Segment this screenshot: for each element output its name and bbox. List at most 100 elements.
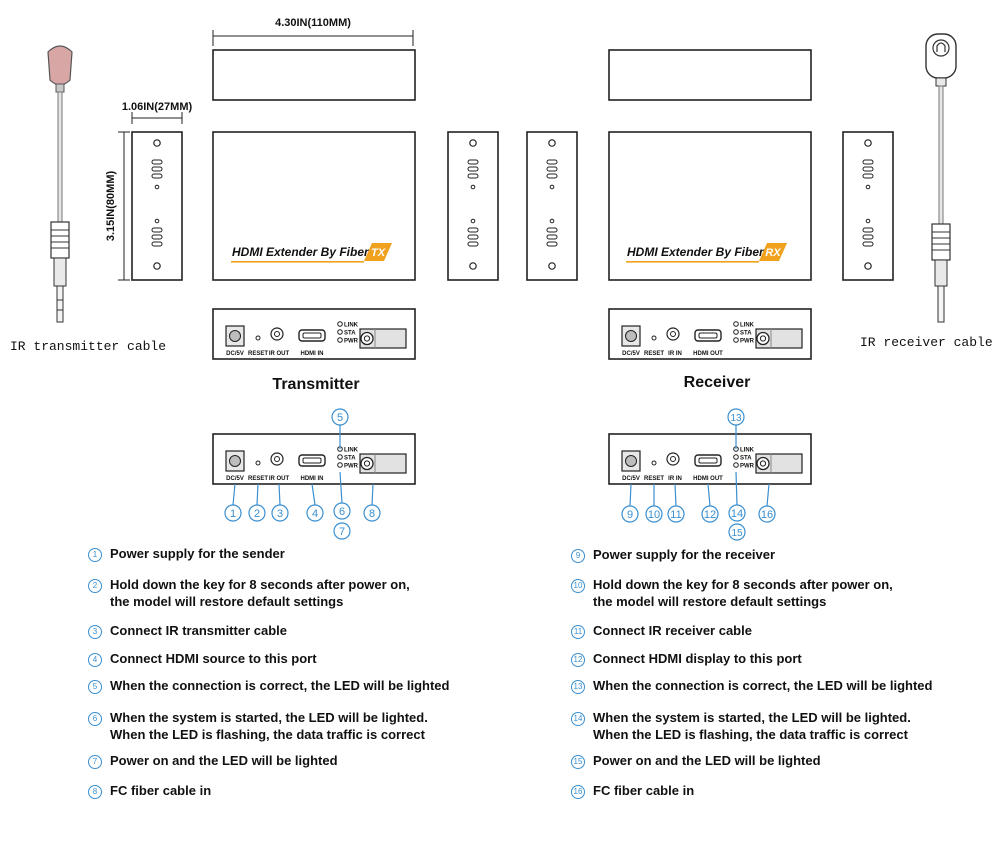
hdmi-port-inner <box>698 332 718 339</box>
callout-leader <box>311 483 316 506</box>
vent-slot <box>546 159 558 165</box>
callout-number-11: 11 <box>670 509 681 521</box>
port-label: DC/5V <box>226 351 244 357</box>
reset-button-icon <box>651 335 657 341</box>
led-pwr-icon <box>337 462 343 468</box>
dc-jack-hole <box>625 455 637 467</box>
callout-number-10: 10 <box>648 509 660 521</box>
rx-top-view <box>608 49 812 101</box>
callout-number-7: 7 <box>339 526 345 538</box>
port-label: IR IN <box>668 476 682 482</box>
callout-number-12: 12 <box>704 509 716 521</box>
hole <box>549 218 555 224</box>
port-label: IR OUT <box>269 476 290 482</box>
callout-number-9: 9 <box>627 509 633 521</box>
callout-circle <box>331 408 349 426</box>
transmitter-caption: Transmitter <box>272 376 359 393</box>
callout-leader <box>339 471 343 504</box>
rx-badge-label: RX <box>765 247 781 259</box>
callout-circle <box>728 523 746 541</box>
tx-badge <box>364 243 392 261</box>
callout-leader <box>735 471 738 506</box>
callout-number-13: 13 <box>730 413 742 424</box>
port-label: HDMI IN <box>301 476 324 482</box>
callout-number-15: 15 <box>731 528 743 539</box>
hole <box>865 218 871 224</box>
led-pwr-label: PWR <box>344 464 359 470</box>
callout-circle <box>306 504 324 522</box>
port-label: RESET <box>248 476 268 482</box>
rx-front-view: HDMI Extender By Fiber RX <box>608 131 812 281</box>
vent-slot <box>467 173 479 179</box>
callout-leader <box>629 483 632 507</box>
callout-circle <box>224 504 242 522</box>
callout-circle <box>271 504 289 522</box>
vent-slot <box>151 166 163 172</box>
ir-jack-inner <box>670 456 676 462</box>
dc-jack-hole <box>229 455 241 467</box>
led-pwr-label: PWR <box>740 464 755 470</box>
screw-icon <box>469 262 477 270</box>
port-label: RESET <box>644 351 664 357</box>
callout-leader <box>707 483 711 507</box>
callout-number-14: 14 <box>731 508 743 520</box>
port-label: HDMI OUT <box>693 476 723 482</box>
callout-number-5: 5 <box>337 412 343 424</box>
height-label: 3.15IN(80MM) <box>105 171 117 242</box>
callout-number-3: 3 <box>277 508 283 520</box>
screw-icon <box>153 139 161 147</box>
vent-slot <box>862 166 874 172</box>
fc-connector-core <box>363 335 371 342</box>
vent-slot <box>862 227 874 233</box>
vent-slot <box>546 234 558 240</box>
hole <box>549 184 555 190</box>
hole <box>470 218 476 224</box>
fc-connector-core <box>363 460 371 467</box>
reset-button-icon <box>255 460 261 466</box>
port-label: IR IN <box>668 351 682 357</box>
callout-number-6: 6 <box>339 506 345 518</box>
vent-slot <box>546 173 558 179</box>
callout-number-8: 8 <box>369 508 375 520</box>
vent-slot <box>467 159 479 165</box>
callout-number-2: 2 <box>254 508 260 520</box>
vent-slot <box>151 173 163 179</box>
tx-front-view: HDMI Extender By Fiber TX <box>212 131 416 281</box>
fc-connector-core <box>759 460 767 467</box>
callout-leader <box>371 483 374 506</box>
port-label: IR OUT <box>269 351 290 357</box>
ir-jack-inner <box>274 331 280 337</box>
ir-jack-inner <box>670 331 676 337</box>
vent-slot <box>467 166 479 172</box>
screw-icon <box>153 262 161 270</box>
callout-circle <box>333 522 351 540</box>
callout-circle <box>621 505 639 523</box>
tx-badge-label: TX <box>371 247 386 259</box>
led-link-label: LINK <box>740 323 755 329</box>
reset-button-icon <box>255 335 261 341</box>
rx-badge <box>759 243 787 261</box>
tx-front-label: HDMI Extender By Fiber <box>232 245 370 259</box>
led-link-label: LINK <box>344 448 359 454</box>
callout-leader <box>232 483 236 506</box>
hole <box>154 218 160 224</box>
screw-icon <box>548 139 556 147</box>
callout-circle <box>667 505 685 523</box>
ir-transmitter-cable-label: IR transmitter cable <box>10 339 166 354</box>
port-label: DC/5V <box>226 476 244 482</box>
port-label: HDMI IN <box>301 351 324 357</box>
ir-receiver-cable-icon <box>925 33 957 323</box>
vent-slot <box>546 241 558 247</box>
screw-icon <box>864 139 872 147</box>
callout-circle <box>701 505 719 523</box>
vent-slot <box>467 241 479 247</box>
led-sta-icon <box>337 454 343 460</box>
callout-circle <box>727 408 745 426</box>
dc-jack-hole <box>625 330 637 342</box>
callout-number-4: 4 <box>312 508 318 520</box>
rx-front-label: HDMI Extender By Fiber <box>627 245 765 259</box>
callout-number-1: 1 <box>230 508 236 520</box>
callout-circle <box>728 504 746 522</box>
